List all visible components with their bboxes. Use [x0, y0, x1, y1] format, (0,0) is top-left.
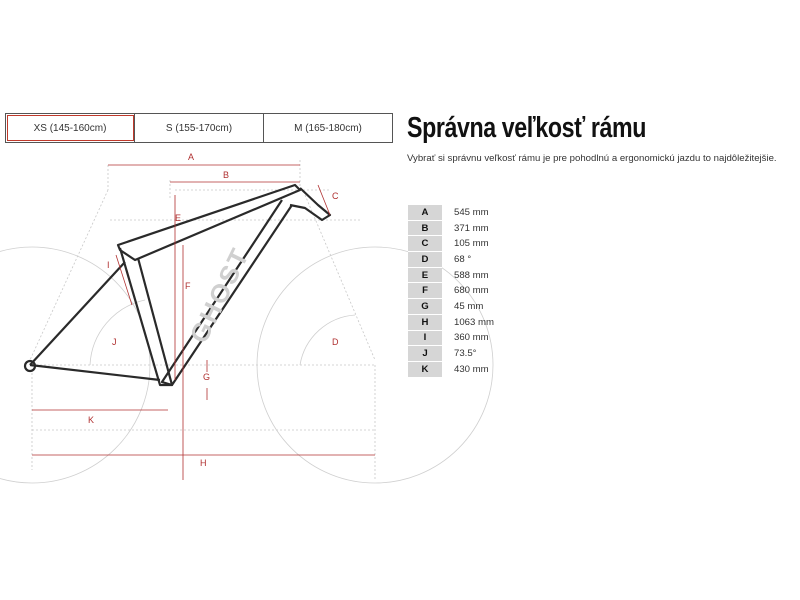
geometry-row: H 1063 mm: [408, 314, 494, 331]
geometry-row: E 588 mm: [408, 267, 494, 284]
frame-logo: GHOST: [183, 242, 255, 347]
wheels: [0, 246, 494, 484]
geometry-row: A 545 mm: [408, 205, 494, 221]
rear-wheel: [0, 246, 151, 484]
geometry-value: 588 mm: [454, 269, 489, 281]
geometry-key: F: [408, 282, 442, 300]
dim-label-f: F: [185, 281, 191, 291]
geometry-key: A: [408, 205, 442, 221]
down-tube: [160, 199, 293, 387]
geometry-row: D 68 °: [408, 251, 494, 268]
geometry-row: I 360 mm: [408, 330, 494, 347]
dim-label-a: A: [188, 152, 194, 162]
dimension-lines: [32, 164, 375, 480]
geometry-row: K 430 mm: [408, 361, 494, 378]
geometry-table: A 545 mm B 371 mm C 105 mm D 68 ° E 588 mm F 680 mm…: [408, 205, 494, 378]
rear-dropout: [23, 359, 37, 373]
geometry-key: D: [408, 251, 442, 268]
dim-label-g: G: [203, 372, 210, 382]
geometry-row: C 105 mm: [408, 235, 494, 253]
dim-label-j: J: [112, 337, 117, 347]
seat-tube: [118, 247, 174, 387]
geometry-key: I: [408, 330, 442, 347]
top-tube: [116, 183, 302, 262]
geometry-key: G: [408, 298, 442, 315]
geometry-value: 73.5°: [454, 348, 477, 360]
geometry-row: G 45 mm: [408, 298, 494, 315]
geometry-row: B 371 mm: [408, 220, 494, 237]
tab-size-s[interactable]: S (155-170cm): [135, 114, 264, 142]
page-subtitle: Vybrať si správnu veľkosť rámu je pre po…: [407, 153, 777, 164]
dim-label-d: D: [332, 337, 339, 347]
page-title: Správna veľkosť rámu: [407, 112, 647, 144]
geometry-row: J 73.5°: [408, 345, 494, 362]
seat-stay: [29, 261, 126, 366]
geometry-row: F 680 mm: [408, 282, 494, 300]
geometry-value: 680 mm: [454, 285, 489, 297]
geometry-value: 68 °: [454, 253, 472, 265]
seat-angle-arc: [89, 299, 146, 366]
geometry-value: 105 mm: [454, 238, 489, 250]
geometry-key: H: [408, 314, 442, 331]
tab-size-xs[interactable]: XS (145-160cm): [6, 114, 135, 142]
dim-label-b: B: [223, 170, 229, 180]
geometry-key: J: [408, 345, 442, 362]
chain-stay: [29, 363, 161, 382]
dim-label-i: I: [107, 260, 110, 270]
head-tube: [289, 187, 332, 222]
tab-size-m[interactable]: M (165-180cm): [294, 122, 362, 134]
geometry-value: 1063 mm: [454, 316, 494, 328]
guide-lines: [29, 160, 376, 480]
dim-label-h: H: [200, 458, 207, 468]
geometry-value: 45 mm: [454, 300, 484, 312]
dim-label-e: E: [175, 213, 181, 223]
head-angle-arc: [299, 314, 356, 366]
geometry-value: 360 mm: [454, 332, 489, 344]
geometry-value: 371 mm: [454, 222, 489, 234]
geometry-key: E: [408, 267, 442, 284]
geometry-value: 545 mm: [454, 207, 489, 219]
frame-size-tabs: XS (145-160cm) S (155-170cm) M (165-180c…: [5, 113, 393, 143]
geometry-key: C: [408, 235, 442, 253]
dim-label-c: C: [332, 191, 339, 201]
geometry-key: K: [408, 361, 442, 378]
front-wheel: [256, 246, 494, 484]
geometry-value: 430 mm: [454, 363, 489, 375]
bike-frame: [23, 183, 332, 387]
dim-label-k: K: [88, 415, 94, 425]
geometry-key: B: [408, 220, 442, 237]
